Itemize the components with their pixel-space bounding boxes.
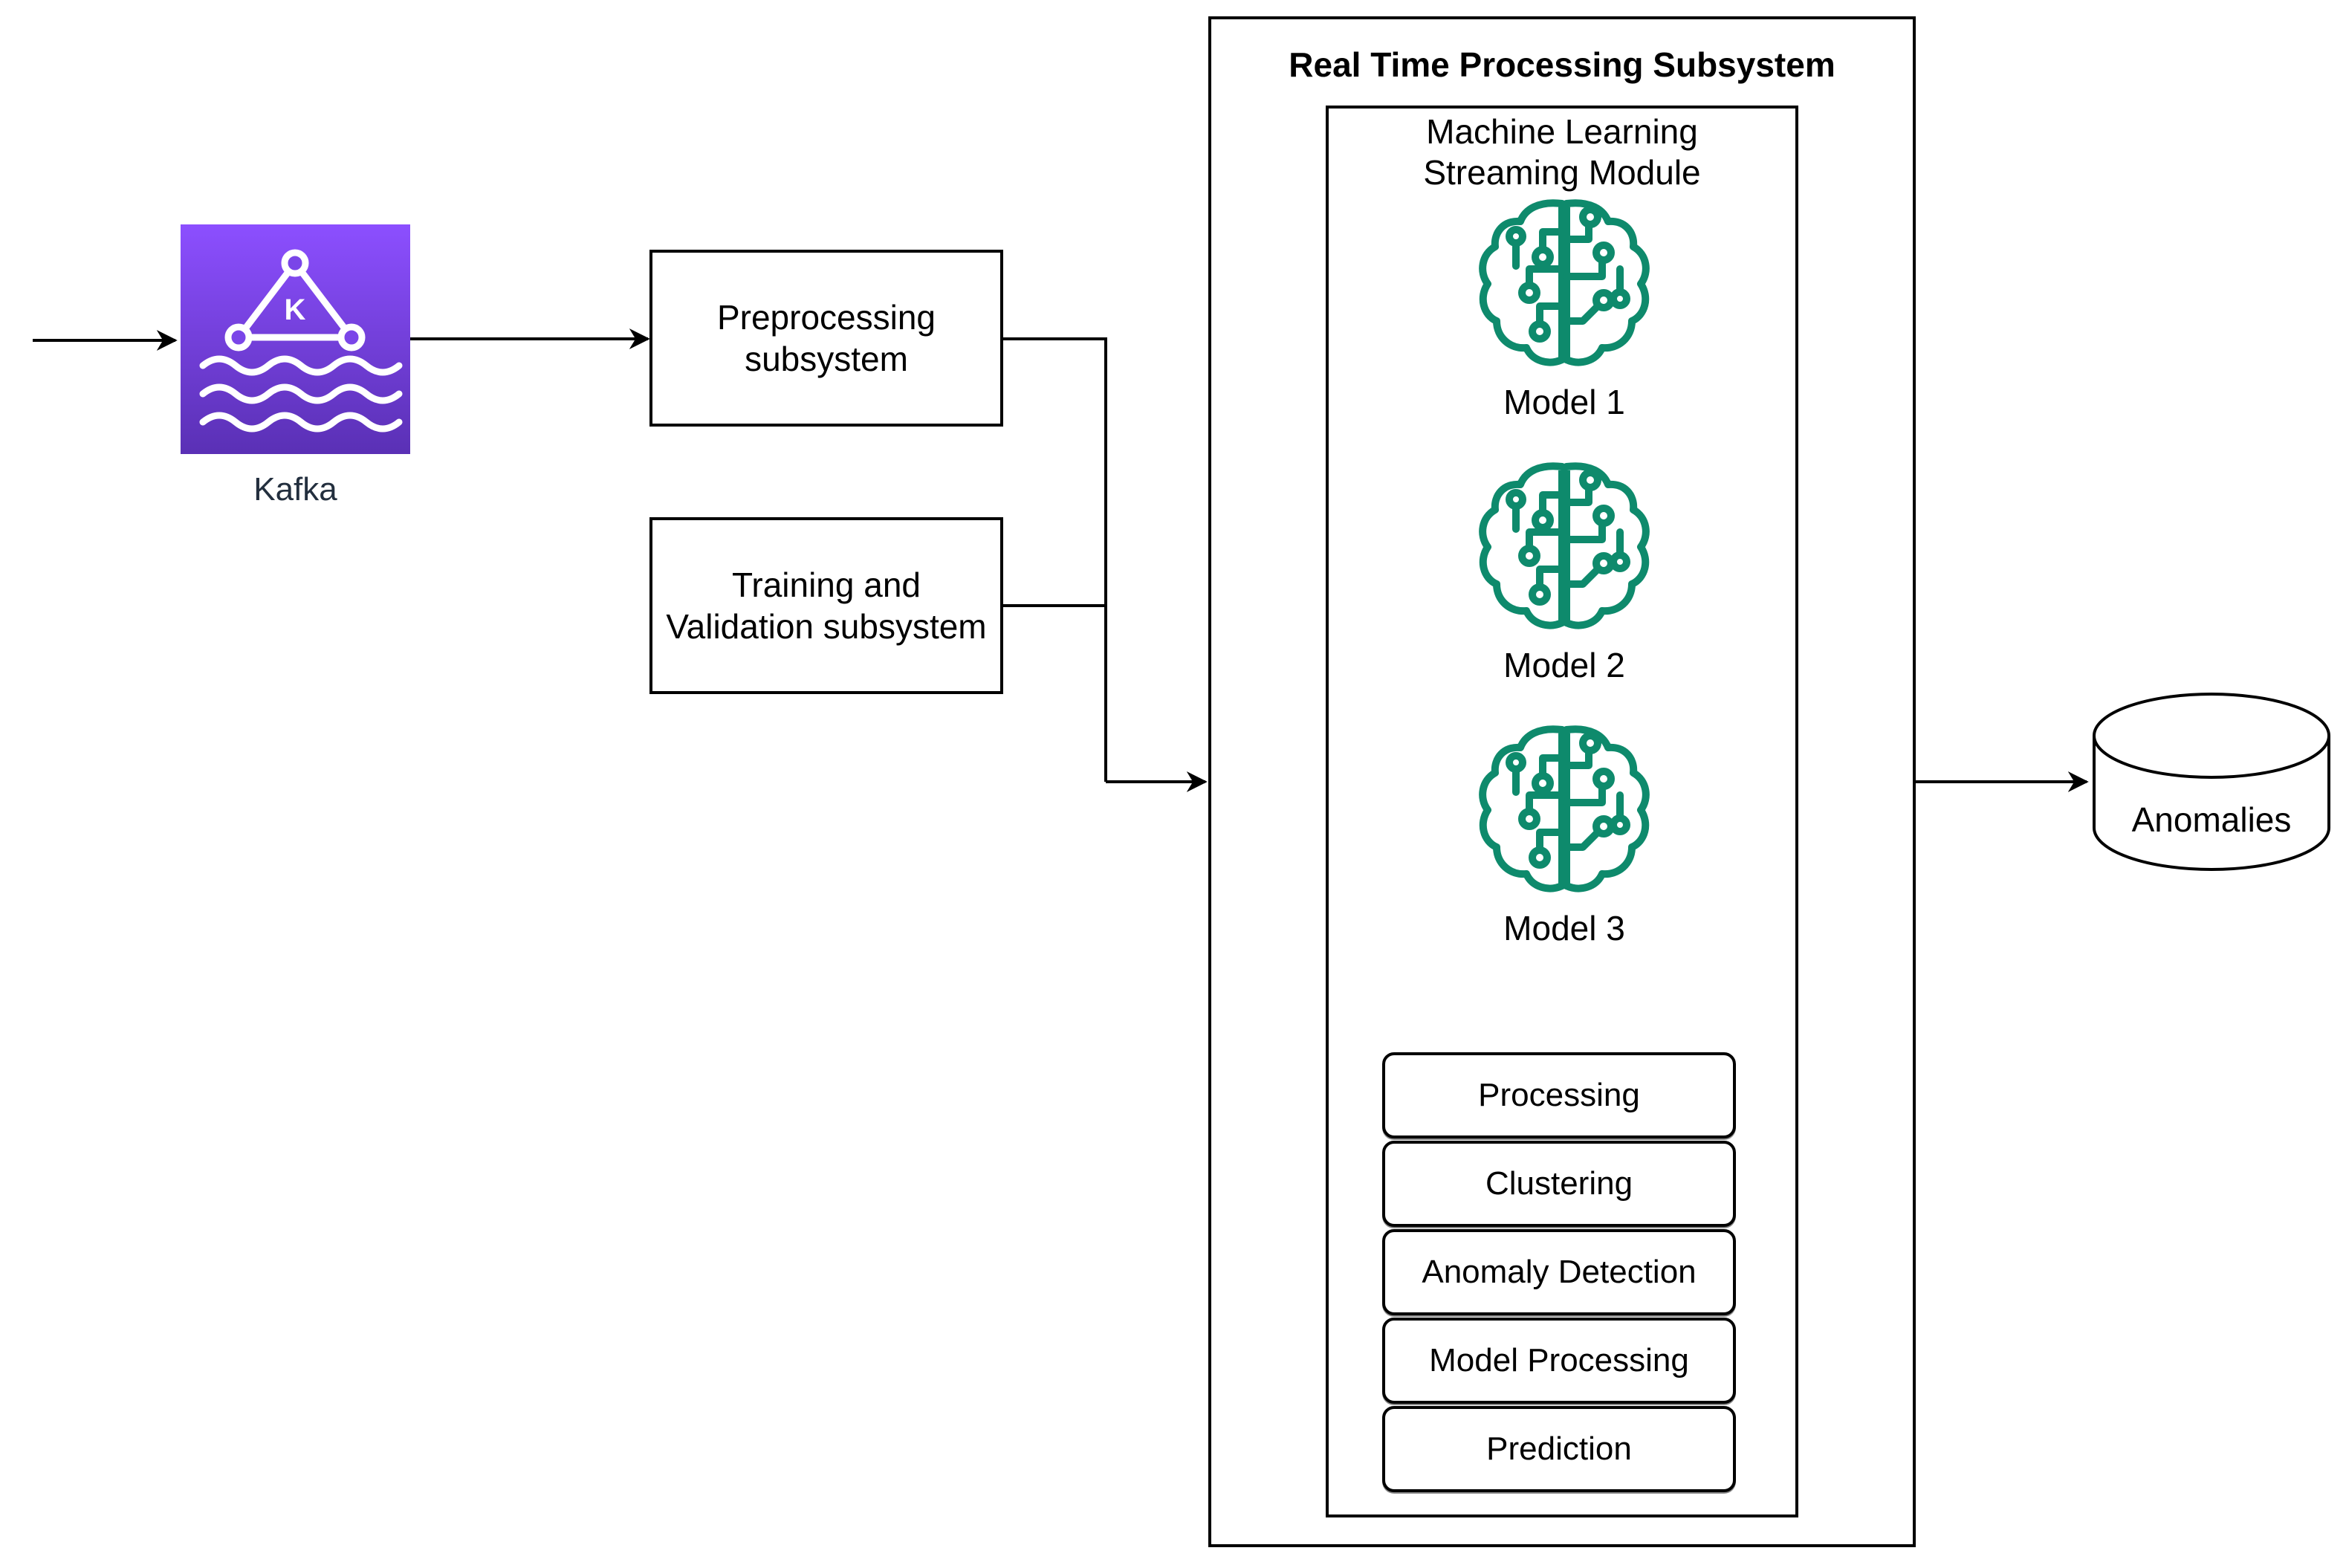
- kafka-label: Kafka: [253, 471, 337, 508]
- step-clustering: Clustering: [1382, 1141, 1736, 1227]
- model-label: Model 1: [1503, 383, 1625, 421]
- training-label-line1: Training and: [731, 566, 921, 604]
- model-2: Model 2: [1471, 458, 1657, 684]
- step-anomaly-detection: Anomaly Detection: [1382, 1229, 1736, 1315]
- training-validation-subsystem-box: Training and Validation subsystem: [649, 517, 1003, 694]
- model-label: Model 2: [1503, 646, 1625, 684]
- kafka-node: K: [181, 224, 410, 454]
- kafka-streams-icon: K: [181, 224, 410, 454]
- model-3: Model 3: [1471, 721, 1657, 947]
- step-model-processing: Model Processing: [1382, 1318, 1736, 1404]
- training-label-line2: Validation subsystem: [666, 607, 987, 646]
- brain-circuit-icon: [1479, 725, 1650, 892]
- kafka-icon-letter: K: [285, 294, 306, 326]
- brain-circuit-icon: [1479, 462, 1650, 629]
- preprocessing-subsystem-box: Preprocessing subsystem: [649, 250, 1003, 427]
- model-label: Model 3: [1503, 909, 1625, 947]
- step-prediction: Prediction: [1382, 1406, 1736, 1492]
- preprocessing-label-line1: Preprocessing: [716, 298, 936, 337]
- realtime-title: Real Time Processing Subsystem: [1289, 45, 1835, 84]
- brain-circuit-icon: [1479, 199, 1650, 366]
- preprocessing-to-realtime-connector: [1003, 337, 1107, 782]
- database-cylinder-icon: [2093, 693, 2330, 871]
- anomalies-label: Anomalies: [2131, 800, 2292, 839]
- module-title-line1: Machine Learning: [1426, 112, 1698, 151]
- step-processing: Processing: [1382, 1052, 1736, 1138]
- anomalies-database: Anomalies: [2091, 691, 2332, 872]
- model-1: Model 1: [1471, 195, 1657, 421]
- module-title-line2: Streaming Module: [1423, 153, 1701, 192]
- preprocessing-label-line2: subsystem: [745, 340, 908, 378]
